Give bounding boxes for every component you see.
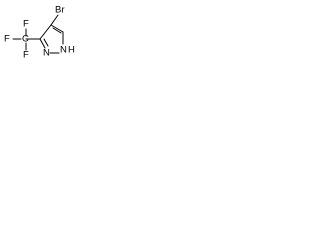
atom-bromine: Br [55, 5, 65, 16]
atom-hydrogen-nh: H [68, 45, 75, 56]
bond-n2-c3 [39, 38, 46, 49]
atom-carbon-cf3: C [22, 34, 29, 45]
atom-fluorine-top: F [23, 19, 29, 30]
bond-c4-c5-double [52, 27, 62, 34]
atom-fluorine-left: F [4, 34, 10, 45]
bond-n2-c3-double [43, 38, 49, 47]
bonds [12, 14, 64, 54]
bond-c4-c5 [50, 24, 64, 33]
atom-nitrogen-ring: N [43, 48, 50, 59]
bond-c4-br [50, 14, 59, 26]
atom-nitrogen-nh: N [60, 45, 67, 56]
atom-fluorine-bottom: F [23, 50, 29, 61]
atom-labels: Br F F C F N N H [4, 5, 75, 61]
chemical-structure-diagram: Br F F C F N N H [4, 5, 75, 61]
bond-c3-c4 [39, 24, 52, 40]
